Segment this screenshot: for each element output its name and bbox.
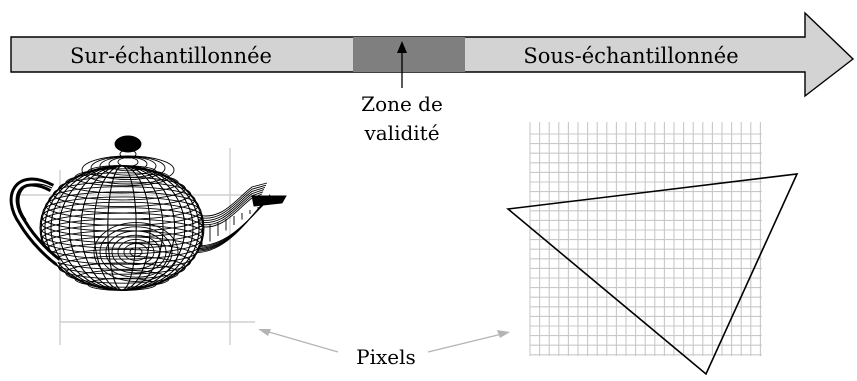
- right-pixel-grid: [529, 122, 762, 356]
- pixels-pointer-left-head: [258, 329, 271, 336]
- zone-label-line2: validité: [363, 121, 439, 145]
- zone-label-line1: Zone de: [361, 92, 443, 116]
- pixels-annotation: Pixels: [258, 329, 510, 369]
- pixels-pointer-left: [261, 329, 339, 353]
- undersampled-label: Sous-échantillonnée: [523, 44, 738, 68]
- pixels-label: Pixels: [356, 345, 416, 369]
- pixels-pointer-right: [427, 332, 507, 353]
- sampling-arrow: Sur-échantillonnée Sous-échantillonnée: [10, 11, 855, 98]
- zone-pointer-arrowhead: [397, 41, 407, 53]
- left-pixel-grid: [10, 148, 255, 345]
- teapot-wireframe-icon: [9, 135, 287, 291]
- validity-zone-annotation: Zone de validité: [361, 41, 443, 145]
- validity-zone-band: [353, 37, 465, 72]
- triangle-outline-icon: [506, 173, 799, 376]
- pixels-pointer-right-head: [497, 330, 510, 338]
- oversampled-label: Sur-échantillonnée: [70, 44, 272, 68]
